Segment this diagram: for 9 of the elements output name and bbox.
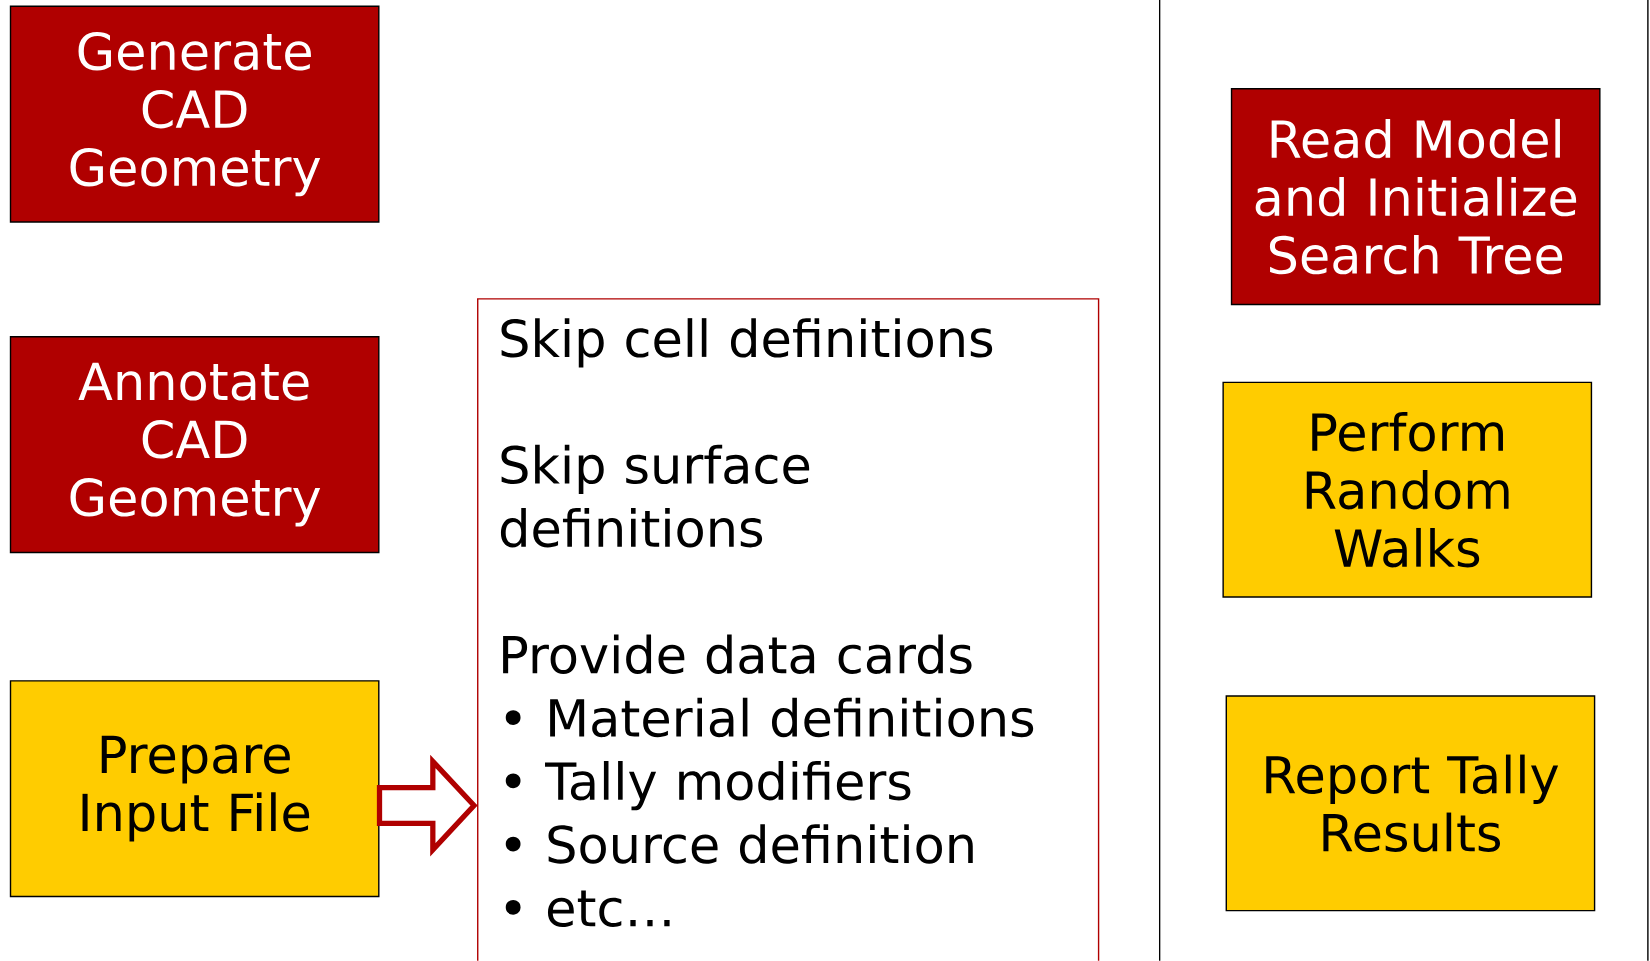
process-box: Perform Random Walks [1222,381,1593,598]
process-box: Annotate CAD Geometry [9,336,380,554]
process-box: Read Model and Initialize Search Tree [1230,88,1601,306]
process-box: Report Tally Results [1225,695,1596,912]
process-box: Generate CAD Geometry [9,5,380,223]
process-box: Prepare Input File [9,680,380,898]
arrow [376,754,478,857]
text-box: Skip cell definitions Skip surface definitions Provide data cards • Material definitions • Tally modifiers • Source definition • etc… [477,298,1100,961]
container-box [1158,0,1649,961]
